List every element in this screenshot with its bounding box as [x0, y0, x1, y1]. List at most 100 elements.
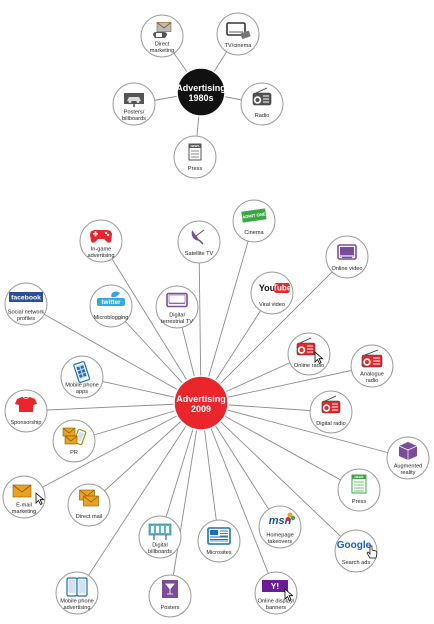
node-label: Analogue — [360, 372, 384, 378]
node-label: Press — [188, 166, 203, 172]
node-press-2009: NEWS Press — [337, 468, 381, 512]
node-circle — [79, 219, 123, 263]
svg-text:twitter: twitter — [101, 299, 121, 306]
node-label: Social network — [8, 310, 45, 316]
node-satellite-tv: Satellite TV — [177, 220, 221, 264]
connector-line — [200, 402, 357, 552]
node-label: takeovers — [268, 539, 292, 545]
press-2009-icon: NEWS — [351, 474, 367, 494]
hub-1980s-title: Advertising — [176, 83, 226, 93]
node-microsites: Microsites — [197, 519, 241, 563]
digital-terrestrial-tv-icon — [166, 292, 188, 308]
pr-icon — [62, 427, 87, 446]
node-online-video: Online video — [325, 235, 369, 279]
posters-icon — [162, 580, 178, 598]
microsites-icon — [207, 527, 231, 545]
node-label: Posters — [161, 605, 180, 611]
hub-1980s-year: 1980s — [188, 93, 213, 103]
node-label: Direct mail — [76, 514, 102, 520]
homepage-takeovers-icon: msn — [269, 512, 296, 527]
node-label: Microblogging — [94, 315, 129, 321]
connector-line — [200, 365, 373, 404]
node-label: radio — [366, 378, 378, 384]
in-game-advertising-icon — [90, 230, 112, 243]
connector-line — [25, 402, 202, 412]
node-label: Online display/ — [258, 599, 295, 605]
connector-line — [200, 402, 277, 594]
node-label: reality — [401, 470, 416, 476]
node-press: NEWS Press — [173, 135, 217, 179]
press-icon: NEWS — [188, 143, 202, 161]
node-label: Mobile phone — [60, 599, 94, 605]
hub-2009-title: Advertising — [176, 394, 226, 404]
cinema-icon: ADMIT ONE — [241, 208, 267, 223]
node-label: Microsites — [206, 550, 231, 556]
nodes: DirectmarketingTV/cinemaPosters/billboar… — [2, 12, 430, 618]
node-circle — [334, 529, 378, 573]
email-marketing-icon — [12, 484, 45, 506]
svg-text:You: You — [259, 283, 275, 293]
radio-icon — [252, 87, 272, 106]
node-label: Viral video — [259, 302, 285, 308]
posters-billboards-icon — [124, 93, 144, 107]
node-label: Augmented — [394, 464, 423, 470]
node-posters-billboards: Posters/billboards — [112, 82, 156, 126]
node-sponsorship: Sponsorship — [4, 389, 48, 433]
node-label: Digital — [169, 313, 185, 319]
node-radio: Radio — [240, 82, 284, 126]
connector-line — [200, 402, 360, 491]
node-circle — [250, 271, 294, 315]
svg-text:NEWS: NEWS — [191, 144, 200, 148]
node-label: apps — [76, 389, 88, 395]
connector-line — [200, 220, 255, 404]
node-label: marketing — [12, 509, 37, 515]
mobile-phone-advertising-icon — [66, 577, 88, 597]
node-label: Mobile phone — [65, 383, 99, 389]
node-label: Online radio — [294, 363, 324, 369]
node-circle — [177, 220, 221, 264]
node-label: PR — [70, 450, 78, 456]
node-label: E-mail — [16, 503, 32, 509]
satellite-tv-icon — [191, 229, 205, 245]
node-tv-cinema: TV/cinema — [216, 12, 260, 56]
node-label: Direct — [155, 42, 170, 48]
node-label: Press — [352, 499, 367, 505]
node-online-radio: Online radio — [287, 332, 331, 376]
node-label: banners — [266, 605, 286, 611]
node-label: Online video — [331, 266, 362, 272]
node-posters: Posters — [148, 574, 192, 618]
node-label: Posters/ — [124, 110, 145, 116]
connector-line — [23, 402, 202, 498]
node-label: advertising — [63, 605, 90, 611]
node-label: billboards — [122, 116, 146, 122]
online-radio-icon — [296, 337, 324, 365]
svg-text:Google: Google — [337, 540, 372, 551]
node-label: marketing — [150, 48, 175, 54]
node-label: Digital radio — [316, 421, 346, 427]
node-label: advertising — [87, 253, 114, 259]
direct-marketing-icon — [153, 22, 172, 38]
node-online-display-banners: Y!Online display/banners — [254, 571, 298, 615]
augmented-reality-icon — [398, 442, 418, 460]
connector-line — [200, 256, 348, 404]
connector-line — [100, 240, 202, 404]
tv-cinema-icon — [226, 22, 251, 39]
node-label: Sponsorship — [10, 420, 41, 426]
social-network-profiles-icon: facebook — [9, 292, 43, 302]
node-label: profiles — [17, 316, 35, 322]
connector-line — [169, 402, 202, 597]
svg-text:NEWS: NEWS — [355, 475, 364, 479]
